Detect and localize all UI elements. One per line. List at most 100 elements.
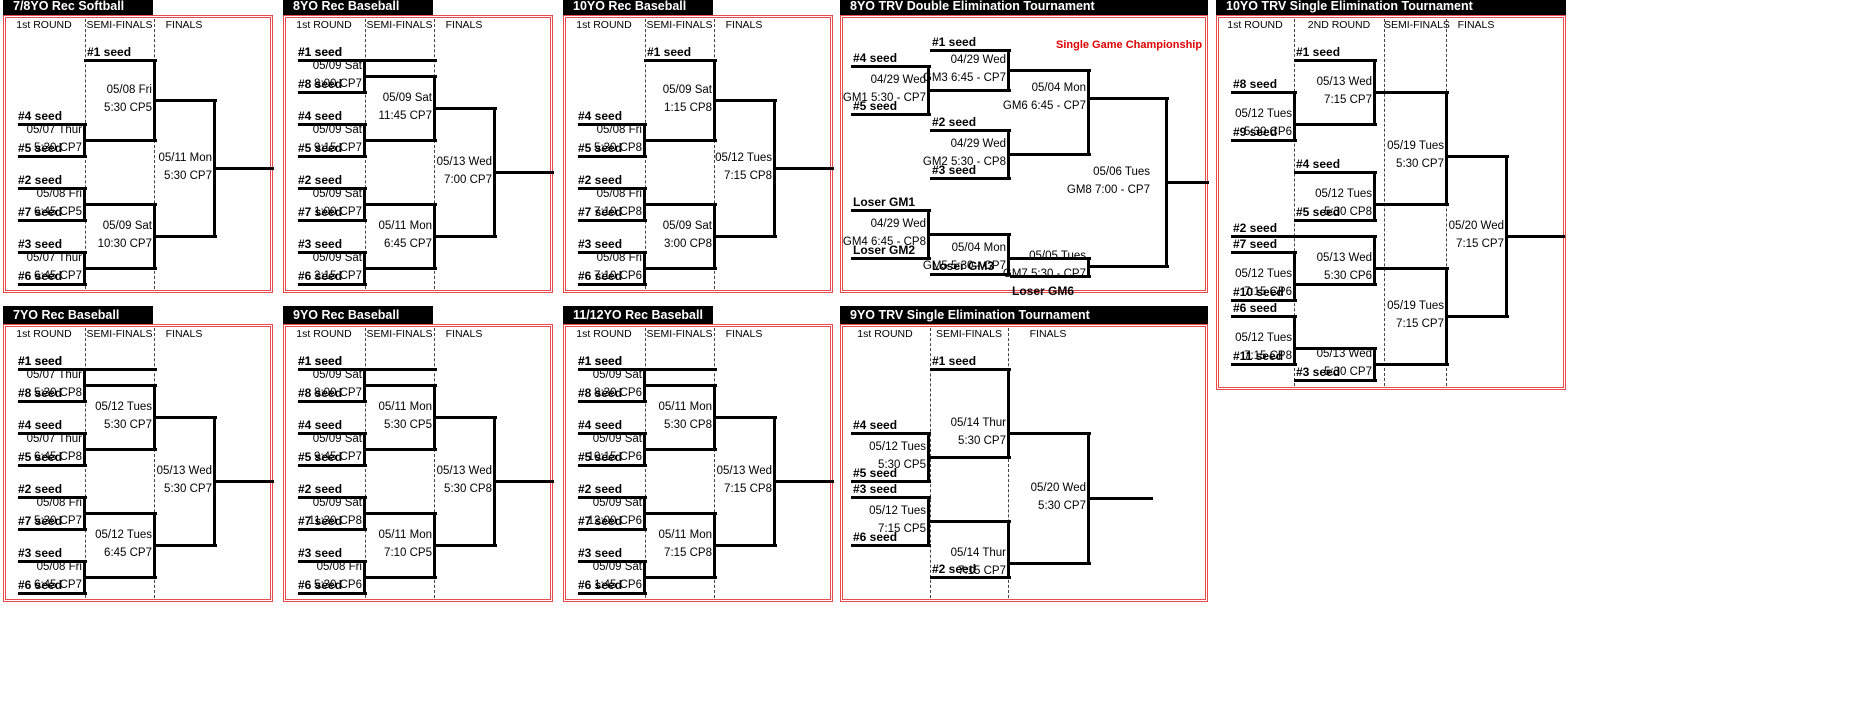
game-date: 05/12 Tues — [1235, 332, 1292, 344]
bracket-line — [154, 99, 217, 102]
seed-label: #2 seed — [18, 173, 63, 187]
round-header: SEMI-FINALS — [366, 328, 433, 340]
bracket-line — [1293, 92, 1296, 142]
round-header: FINALS — [165, 328, 203, 340]
game-date: 05/08 Fri — [596, 124, 642, 136]
bracket-line — [364, 139, 437, 142]
round-header: SEMI-FINALS — [366, 19, 433, 31]
round-header: 1st ROUND — [576, 328, 632, 340]
game-time: GM5 5:30 - CP7 — [922, 260, 1006, 272]
seed-label: #4 seed — [1296, 157, 1341, 171]
bracket-line — [851, 496, 931, 499]
bracket-line — [18, 464, 87, 467]
game-date: 05/20 Wed — [1030, 482, 1086, 494]
seed-label: #2 seed — [932, 115, 977, 129]
seed-label: #4 seed — [18, 418, 63, 432]
bracket-line — [578, 283, 647, 286]
bracket-line — [84, 448, 157, 451]
game-time: 7:15 CP7 — [1456, 238, 1504, 250]
seed-label: #1 seed — [298, 354, 343, 368]
game-date: 05/09 Sat — [382, 92, 432, 104]
game-time: 7:10 CP6 — [594, 270, 642, 282]
game-date: 05/11 Mon — [658, 401, 713, 413]
game-date: 05/08 Fri — [316, 561, 362, 573]
seed-label: #4 seed — [853, 51, 898, 65]
bracket-line — [18, 560, 87, 563]
game-time: 7:15 CP7 — [1324, 94, 1372, 106]
bracket-line — [1088, 97, 1169, 100]
bracket-line — [644, 203, 717, 206]
game-time: 6:45 CP7 — [34, 579, 82, 591]
bracket-line — [154, 416, 217, 419]
bracket-line — [851, 209, 931, 212]
seed-label: #1 seed — [932, 354, 977, 368]
bracket-line — [644, 59, 717, 62]
bracket-line — [1293, 316, 1296, 366]
bracket-line — [578, 187, 647, 190]
bracket-line — [298, 123, 367, 126]
round-header: 1st ROUND — [857, 328, 913, 340]
bracket-line — [1008, 562, 1091, 565]
bracket-line — [851, 113, 931, 116]
game-time: 7:15 CP8 — [724, 483, 772, 495]
seed-label: #4 seed — [853, 418, 898, 432]
game-date: 05/13 Wed — [1316, 252, 1372, 264]
seed-label: #1 seed — [578, 354, 623, 368]
bracket-frame — [840, 324, 1208, 602]
bracket-line — [364, 267, 437, 270]
game-date: 05/12 Tues — [869, 505, 926, 517]
seed-label: #3 seed — [18, 546, 63, 560]
bracket-title: 11/12YO Rec Baseball — [563, 306, 713, 324]
game-date: 05/14 Thur — [950, 417, 1006, 429]
game-date: 05/09 Sat — [592, 369, 642, 381]
seed-label: #8 seed — [298, 386, 343, 400]
bracket-line — [494, 480, 554, 483]
seed-label: #5 seed — [853, 99, 898, 113]
championship-note: Single Game Championship — [1056, 39, 1203, 51]
game-time: GM8 7:00 - CP7 — [1066, 184, 1150, 196]
game-time: GM3 6:45 - CP7 — [922, 72, 1006, 84]
game-date: 05/08 Fri — [106, 84, 152, 96]
bracket-line — [644, 267, 717, 270]
bracket-line — [714, 235, 777, 238]
game-time: GM2 5:30 - CP8 — [922, 156, 1006, 168]
seed-label: #3 seed — [578, 546, 623, 560]
game-time: 5:30 CP7 — [958, 435, 1006, 447]
bracket-line — [1008, 69, 1091, 72]
bracket-line — [298, 368, 437, 371]
column-divider — [1008, 328, 1009, 598]
seed-label: #2 seed — [298, 482, 343, 496]
game-date: 05/04 Mon — [951, 242, 1006, 254]
game-date: 05/07 Thur — [26, 252, 82, 264]
seed-label: #7 seed — [1233, 237, 1278, 251]
bracket-line — [1445, 92, 1448, 206]
bracket-frame — [1216, 15, 1566, 390]
game-date: 05/09 Sat — [592, 497, 642, 509]
column-divider — [154, 19, 155, 289]
game-date: 05/09 Sat — [312, 369, 362, 381]
game-date: 05/08 Fri — [36, 561, 82, 573]
game-time: 7:15 CP8 — [664, 547, 712, 559]
game-time: 5:30 CP7 — [34, 515, 82, 527]
bracket-line — [84, 384, 157, 387]
bracket-line — [930, 49, 1011, 52]
game-time: 7:15 CP8 — [1244, 350, 1292, 362]
game-time: 7:10 CP8 — [594, 206, 642, 218]
bracket-line — [714, 99, 777, 102]
bracket-line — [298, 91, 367, 94]
bracket-line — [18, 400, 87, 403]
seed-label: Loser GM3 — [932, 259, 995, 273]
game-time: GM7 5:30 - CP7 — [1002, 268, 1086, 280]
bracket-line — [434, 107, 497, 110]
seed-label: #6 seed — [298, 269, 343, 283]
bracket-frame — [283, 15, 553, 293]
seed-label: #7 seed — [18, 205, 63, 219]
round-header: FINALS — [165, 19, 203, 31]
game-time: 5:30 CP8 — [444, 483, 492, 495]
game-time: 5:30 CP6 — [1324, 270, 1372, 282]
game-time: 8:30 CP6 — [594, 387, 642, 399]
bracket-line — [644, 512, 717, 515]
bracket-line — [298, 432, 367, 435]
game-time: 6:45 CP5 — [34, 206, 82, 218]
seed-label: #2 seed — [932, 562, 977, 576]
